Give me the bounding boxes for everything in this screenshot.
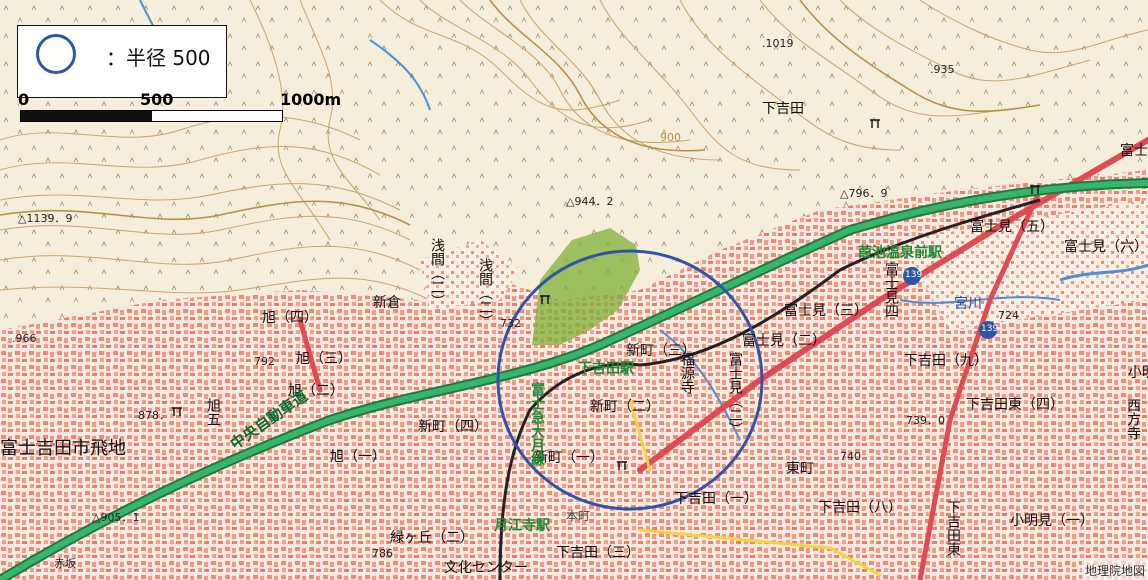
label-sengen-2: 浅間（二） — [429, 238, 445, 308]
chuo-expressway-fill — [0, 180, 1148, 580]
green-area — [532, 228, 640, 345]
label-bunka-center: 文化センター — [444, 560, 528, 576]
label-shinkura: 新倉 — [373, 295, 401, 311]
label-asahi-5: 旭五 — [205, 398, 221, 426]
label-route-139-b: 139 — [981, 324, 999, 334]
label-asahi-4: 旭（四） — [262, 310, 318, 326]
label-shimoyoshida-higashi-vertical: 下吉田東 — [945, 500, 961, 556]
label-komyo: 小明 — [1128, 365, 1148, 381]
label-fujiyoshida-enclave: 富士吉田市飛地 — [0, 438, 126, 459]
label-elevation-1019: .1019 — [762, 37, 794, 50]
label-fujimi-2-vertical: 富士見（二） — [727, 352, 743, 436]
label-midorigaoka-2: 緑ヶ丘（二） — [390, 530, 474, 546]
label-shimoyoshida-higashi-4: 下吉田東（四） — [966, 397, 1064, 413]
label-fujimi-5: 富士見（五） — [970, 219, 1054, 235]
scale-bar: 0 500 1000m — [18, 90, 341, 130]
label-elevation-739: 739．0 — [906, 414, 945, 427]
scale-bar-graphic — [20, 110, 283, 122]
label-sengen-3: 浅間（二） — [477, 258, 493, 328]
label-shimoyoshida-station: 下吉田駅 — [578, 361, 634, 377]
label-miyagawa: 宮川 — [954, 296, 982, 312]
label-elevation-724: 724 — [998, 309, 1019, 322]
label-fujimi-4-vertical: 富士見四 — [883, 262, 899, 318]
label-elevation-740: 740 — [840, 450, 861, 463]
label-elevation-878: 878． — [138, 409, 170, 422]
label-honmachi: 本町 — [566, 509, 591, 523]
label-shimoyoshida-3: 下吉田（三） — [556, 545, 640, 561]
label-elevation-796: △796．9 — [840, 187, 888, 200]
label-elevation-1139: △1139．9 — [18, 212, 73, 225]
label-elevation-935: .935 — [930, 63, 955, 76]
label-asahi-2: 旭（二） — [288, 383, 344, 399]
label-hasuike-onsen-station: 葭池温泉前駅 — [858, 245, 942, 261]
label-shinmachi-2: 新町（二） — [590, 399, 660, 415]
label-asahi-1: 旭（一） — [330, 449, 386, 465]
label-fujimi-2: 富士見（二） — [742, 333, 826, 349]
label-shimoyoshida-1: 下吉田（一） — [674, 491, 758, 507]
map-legend: ：半径 500 — [17, 25, 227, 98]
label-fujikyu-line: 富士急大月線 — [529, 382, 545, 466]
label-shimoyoshida-8: 下吉田（八） — [818, 500, 902, 516]
label-elevation-944: △944．2 — [566, 195, 614, 208]
scale-label-0: 0 — [18, 90, 30, 109]
label-nishikata-ji: 西方寺 — [1125, 398, 1141, 440]
copyright-label[interactable]: 地理院地図 — [1081, 561, 1148, 580]
label-fujimi-6: 富士見（六） — [1064, 239, 1148, 255]
label-higashimachi: 東町 — [786, 461, 814, 477]
label-fuji-north: 富士 — [1120, 143, 1148, 159]
label-akasaka: 赤坂 — [54, 557, 76, 570]
label-elevation-966: .966 — [12, 332, 37, 345]
scale-label-500: 500 — [140, 90, 174, 109]
label-shimoyoshida-north: 下吉田 — [762, 101, 804, 117]
label-shinmachi-3: 新町（三） — [626, 343, 696, 359]
railway — [498, 198, 1041, 580]
radius-500-circle — [496, 249, 764, 511]
label-fukugenji: 福源寺 — [679, 352, 695, 394]
route-139-shield — [903, 267, 997, 339]
label-shinmachi-1: 新町（一） — [534, 450, 604, 466]
legend-circle-icon — [36, 34, 76, 74]
label-elevation-792: 792 — [254, 355, 275, 368]
label-fujimi-3: 富士見（三） — [784, 303, 868, 319]
label-asahi-3: 旭（三） — [296, 351, 352, 367]
label-route-139: 139 — [905, 270, 923, 280]
label-shinmachi-4: 新町（四） — [418, 419, 488, 435]
label-contour-900: 900 — [660, 131, 681, 144]
contour-lines — [0, 0, 1148, 301]
label-elevation-786: 786 — [372, 547, 393, 560]
label-elevation-905: △905．1 — [92, 511, 140, 524]
legend-text: ：半径 500 — [106, 46, 211, 70]
index-contours — [0, 0, 1041, 226]
label-gekkoji-station: 月江寺駅 — [494, 518, 550, 534]
label-shimoyoshida-9: 下吉田（九） — [904, 353, 988, 369]
label-komyomi-1: 小明見（一） — [1010, 513, 1094, 529]
scale-label-1000m: 1000m — [280, 90, 342, 109]
shrine-symbols — [172, 119, 1040, 470]
label-elevation-732: 732 — [500, 317, 521, 330]
